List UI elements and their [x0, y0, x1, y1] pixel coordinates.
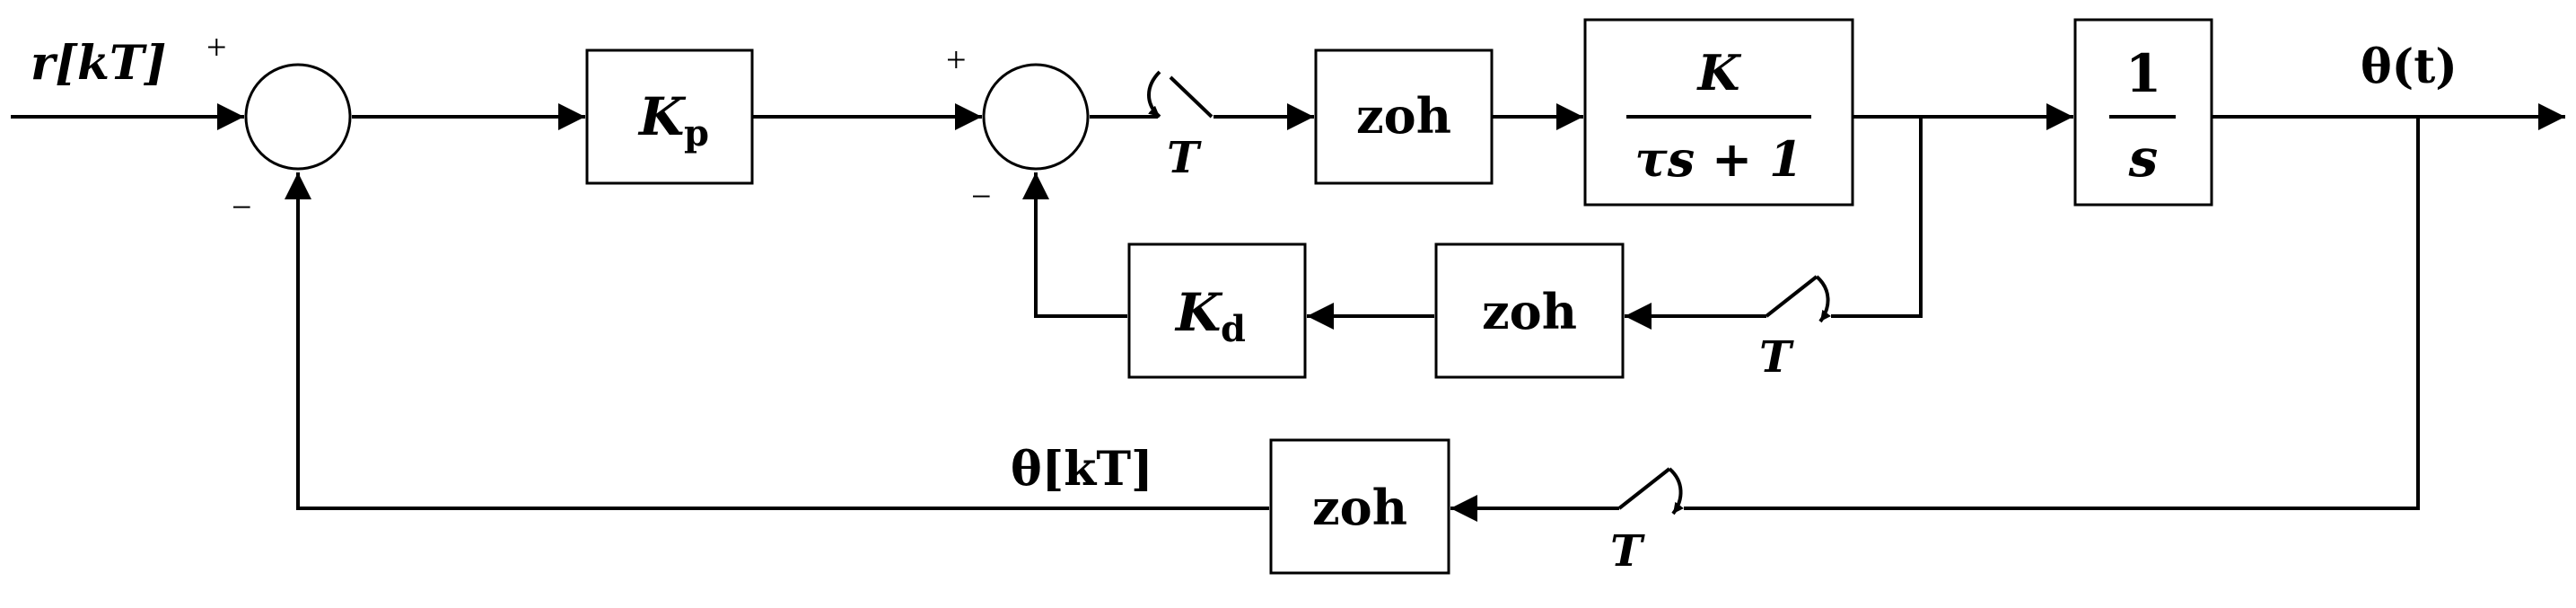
forward-sampler-arm [1169, 75, 1214, 119]
zoh-inner-block [1434, 242, 1625, 379]
zoh-outer-block [1269, 438, 1450, 575]
zoh-forward-label: zoh [1356, 87, 1451, 145]
svg-text:K: K [1174, 282, 1223, 343]
outer-minus-sign: − [232, 187, 252, 227]
forward-sampler-rotation-icon [1147, 70, 1161, 119]
zoh-forward-block [1314, 48, 1494, 185]
outer-sampler-arm [1617, 467, 1671, 510]
kd-block [1127, 242, 1307, 379]
forward-sampler-label: T [1167, 133, 1202, 183]
kp-block [585, 48, 754, 185]
inner-sampler-rotation-icon [1815, 275, 1831, 323]
outer-plus-sign: + [206, 27, 227, 67]
integrator-numerator: 1 [2125, 43, 2161, 104]
outer-sampler-label: T [1610, 526, 1645, 577]
zoh-outer-label: zoh [1312, 479, 1407, 536]
integrator-block [2073, 18, 2213, 207]
inner-feedback-pickoff [1831, 117, 1923, 318]
svg-text:K: K [637, 86, 687, 147]
outer-summing-junction [244, 63, 352, 171]
wire-zoh-sum1 [285, 172, 1269, 510]
plant-block [1583, 18, 1854, 207]
wire-kd-sum2 [1022, 172, 1127, 318]
inner-plus-sign: + [946, 40, 967, 80]
kd-label: K d [1174, 282, 1246, 350]
svg-text:p: p [684, 112, 709, 154]
integrator-denominator: s [2128, 128, 2159, 189]
inner-summing-junction [982, 63, 1090, 171]
zoh-inner-label: zoh [1482, 283, 1577, 340]
inner-minus-sign: − [971, 176, 992, 216]
kp-label: K p [637, 86, 709, 154]
output-label: θ(t) [2361, 40, 2458, 94]
outer-feedback-pickoff [1684, 117, 2420, 510]
svg-text:d: d [1221, 308, 1246, 350]
input-label: r[kT] [31, 36, 166, 91]
feedback-label: θ[kT] [1011, 442, 1153, 497]
inner-sampler-arm [1765, 275, 1818, 318]
plant-numerator: K [1696, 44, 1742, 101]
outer-sampler-rotation-icon [1668, 467, 1684, 515]
plant-denominator: τs + 1 [1634, 130, 1802, 188]
inner-sampler-label: T [1759, 332, 1794, 383]
